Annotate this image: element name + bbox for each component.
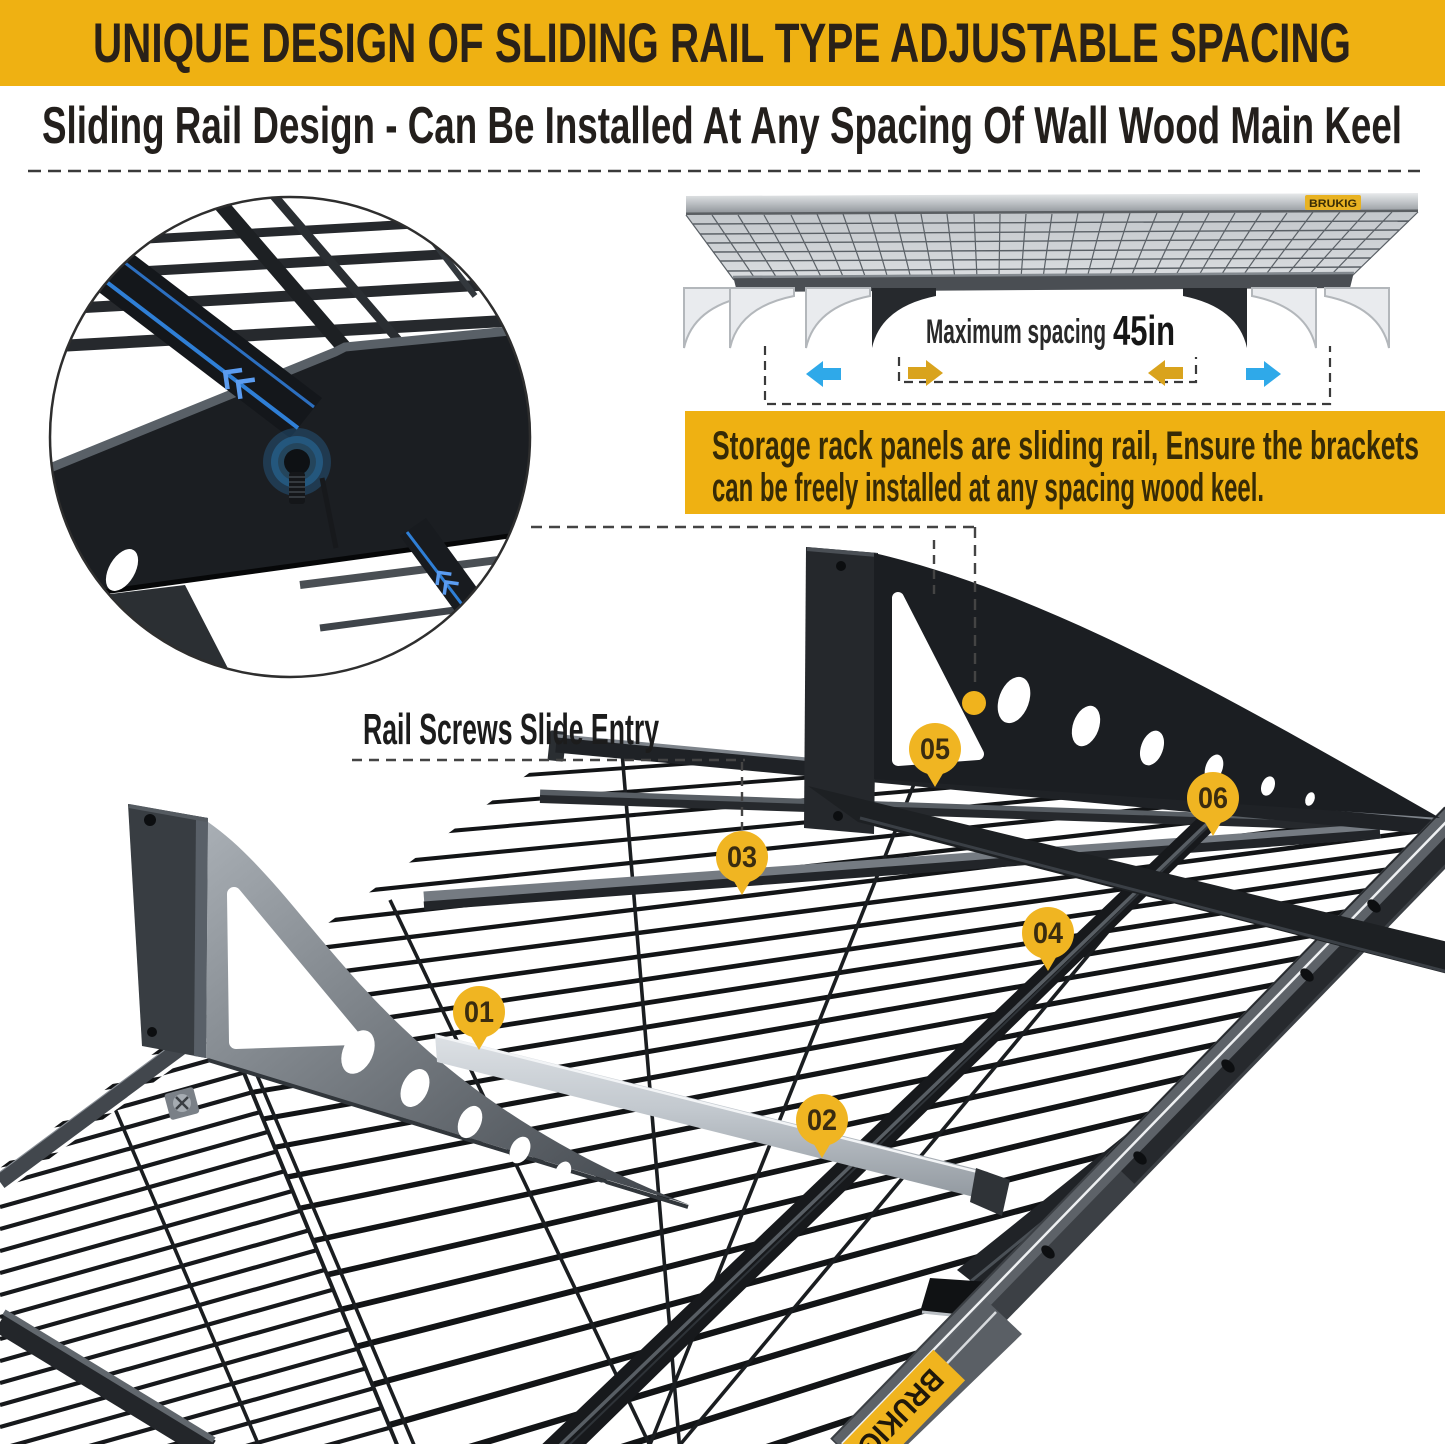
svg-text:Storage rack panels are slidin: Storage rack panels are sliding rail, En… [712,424,1419,468]
svg-text:03: 03 [727,841,757,874]
svg-text:Rail Screws Slide Entry: Rail Screws Slide Entry [363,705,659,754]
svg-text:04: 04 [1033,917,1063,950]
svg-text:Sliding Rail Design - Can Be I: Sliding Rail Design - Can Be Installed A… [42,97,1402,155]
svg-text:Maximum spacing: Maximum spacing [926,313,1106,351]
svg-text:UNIQUE DESIGN OF SLIDING RAIL: UNIQUE DESIGN OF SLIDING RAIL TYPE ADJUS… [93,11,1351,74]
svg-text:01: 01 [464,996,494,1029]
svg-text:06: 06 [1198,782,1228,815]
svg-text:05: 05 [920,733,950,766]
svg-text:can be freely installed at any: can be freely installed at any spacing w… [712,466,1264,510]
svg-text:45in: 45in [1113,307,1175,354]
svg-text:02: 02 [807,1104,837,1137]
svg-text:BRUKIG: BRUKIG [1309,198,1357,210]
